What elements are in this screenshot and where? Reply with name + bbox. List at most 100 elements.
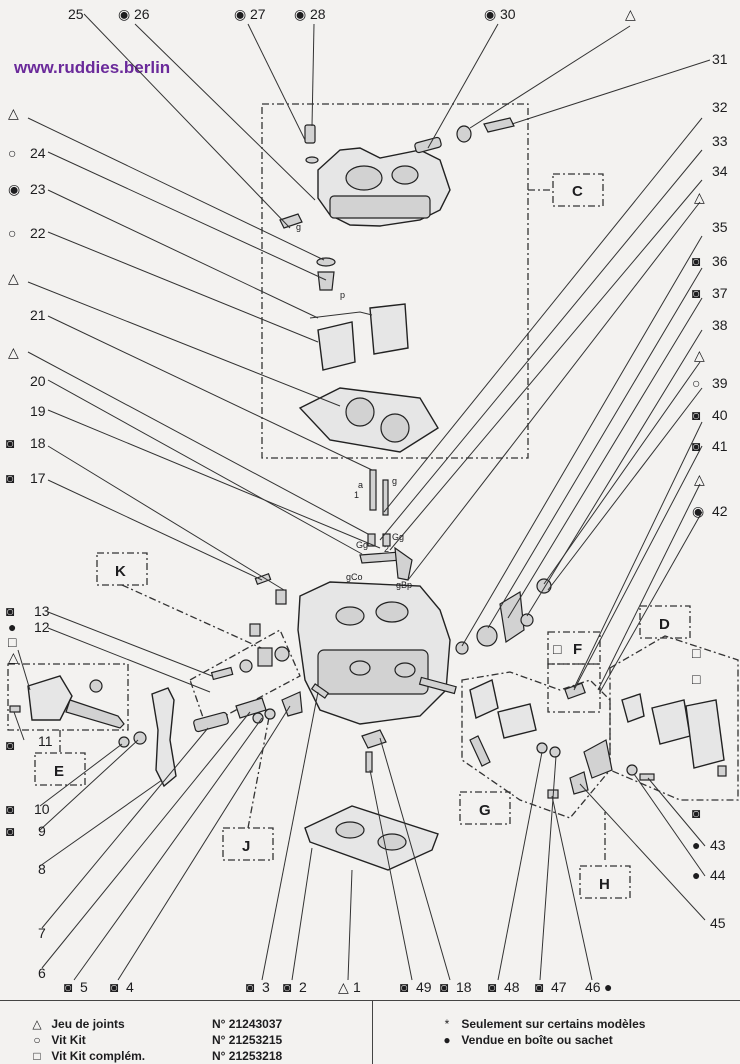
- callout-32: 32: [712, 99, 728, 115]
- legend-kit-comp-number: N° 21253218: [212, 1049, 283, 1063]
- callout-39-symbol: ○: [692, 375, 700, 391]
- callout-joint-b: △: [8, 270, 19, 286]
- callout-44: 44: [710, 867, 726, 883]
- group-label-h: H: [599, 876, 610, 893]
- callout-37-symbol: ◙: [692, 285, 700, 301]
- callout-3: 3: [262, 979, 270, 995]
- callout-23: 23: [30, 181, 46, 197]
- callout-5: 5: [80, 979, 88, 995]
- legend: △ Jeu de joints N° 21243037 ○ Vit Kit N°…: [0, 1000, 740, 1064]
- legend-joint-icon: △: [32, 1017, 42, 1031]
- float: [317, 321, 356, 371]
- callout-44-symbol: ●: [692, 867, 700, 883]
- group-label-e: E: [54, 763, 64, 780]
- base-gasket: [304, 805, 439, 871]
- callout-7: 7: [38, 925, 46, 941]
- mark-2: 2: [384, 544, 389, 554]
- lever-8: [151, 687, 177, 788]
- callout-37: 37: [712, 285, 728, 301]
- callout-10: 10: [34, 801, 50, 817]
- callout-13: 13: [34, 603, 50, 619]
- enrichment-device-d: [621, 693, 645, 723]
- callout-27: 27: [250, 6, 266, 22]
- group-label-box-c: [552, 173, 604, 207]
- legend-row-kit-comp: □ Vit Kit complém.: [26, 1049, 145, 1063]
- legend-kit-number: N° 21253215: [212, 1033, 283, 1047]
- callout-43-symbol: ●: [692, 837, 700, 853]
- callout-18a: 18: [30, 435, 46, 451]
- mark-gbp: gBp: [396, 580, 412, 590]
- callout-joint-a: △: [8, 105, 19, 121]
- filter-30: [414, 136, 442, 154]
- callout-18b: 18: [456, 979, 472, 995]
- callout-joint-c: △: [8, 344, 19, 360]
- callout-27-symbol: ◉: [234, 6, 246, 22]
- callout-46-symbol: ●: [604, 979, 612, 995]
- callout-22-symbol: ○: [8, 225, 16, 241]
- callout-48: 48: [504, 979, 520, 995]
- callout-25: 25: [68, 6, 84, 22]
- callout-3-symbol: ◙: [246, 979, 254, 995]
- callout-31: 31: [712, 51, 728, 67]
- callout-9: 9: [38, 823, 46, 839]
- callout-11-symbol: ◙: [6, 737, 14, 753]
- group-label-box-d: [639, 605, 691, 639]
- carburetor-exploded-diagram: C K E J F □ D G H: [6, 6, 739, 995]
- callout-47-symbol: ◙: [535, 979, 543, 995]
- callout-43: 43: [710, 837, 726, 853]
- callout-4-symbol: ◙: [110, 979, 118, 995]
- callout-21: 21: [30, 307, 46, 323]
- mark-gco: gCo: [346, 572, 363, 582]
- group-label-box-g: [459, 791, 511, 825]
- pump-screw-7: [193, 711, 229, 733]
- group-box-f: [547, 663, 601, 713]
- callout-33: 33: [712, 133, 728, 149]
- callout-26: 26: [134, 6, 150, 22]
- legend-joint-number: N° 21243037: [212, 1017, 283, 1031]
- callout-24-symbol: ○: [8, 145, 16, 161]
- callout-40: 40: [712, 407, 728, 423]
- group-box-g-h: [461, 671, 611, 819]
- group-label-d: D: [659, 616, 670, 633]
- mark-g: g: [296, 222, 301, 232]
- callout-2: 2: [299, 979, 307, 995]
- callout-18b-symbol: ◙: [440, 979, 448, 995]
- needle-valve-25: [279, 213, 303, 229]
- callout-42: 42: [712, 503, 728, 519]
- legend-kit-icon: ○: [33, 1033, 41, 1047]
- group-box-d: [609, 635, 739, 801]
- callout-1-symbol: △: [338, 979, 349, 995]
- callout-1: 1: [353, 979, 361, 995]
- callout-5-symbol: ◙: [64, 979, 72, 995]
- callout-49-symbol: ◙: [400, 979, 408, 995]
- callout-2-symbol: ◙: [283, 979, 291, 995]
- legend-row-some-models: * Seulement sur certains modèles: [436, 1017, 646, 1031]
- callout-d-kitcomp-2: □: [692, 671, 701, 687]
- legend-row-boxed: ● Vendue en boîte ou sachet: [436, 1033, 612, 1047]
- callout-46: 46: [585, 979, 601, 995]
- legend-kit-label: Vit Kit: [51, 1033, 86, 1047]
- group-label-g: G: [479, 802, 491, 819]
- callout-joint-r1: △: [694, 189, 705, 205]
- callout-36: 36: [712, 253, 728, 269]
- callout-6: 6: [38, 965, 46, 981]
- callout-39: 39: [712, 375, 728, 391]
- group-f-kit-symbol: □: [553, 641, 562, 657]
- callout-49: 49: [416, 979, 432, 995]
- callout-23-symbol: ◉: [8, 181, 20, 197]
- callout-24: 24: [30, 145, 46, 161]
- callout-30-symbol: ◉: [484, 6, 496, 22]
- callout-41: 41: [712, 438, 728, 454]
- callout-18a-symbol: ◙: [6, 435, 14, 451]
- group-box-k: [189, 629, 301, 727]
- throttle-lever-e: [27, 675, 73, 721]
- callout-26-symbol: ◉: [118, 6, 130, 22]
- needle-valve-23: [317, 271, 335, 291]
- screw-28: [304, 124, 316, 144]
- callout-joint-top: △: [625, 6, 636, 22]
- callout-e-kitcomp: □: [8, 634, 17, 650]
- callout-19: 19: [30, 403, 46, 419]
- legend-kit-comp-label: Vit Kit complém.: [51, 1049, 146, 1063]
- group-box-e: [7, 663, 129, 731]
- callout-28: 28: [310, 6, 326, 22]
